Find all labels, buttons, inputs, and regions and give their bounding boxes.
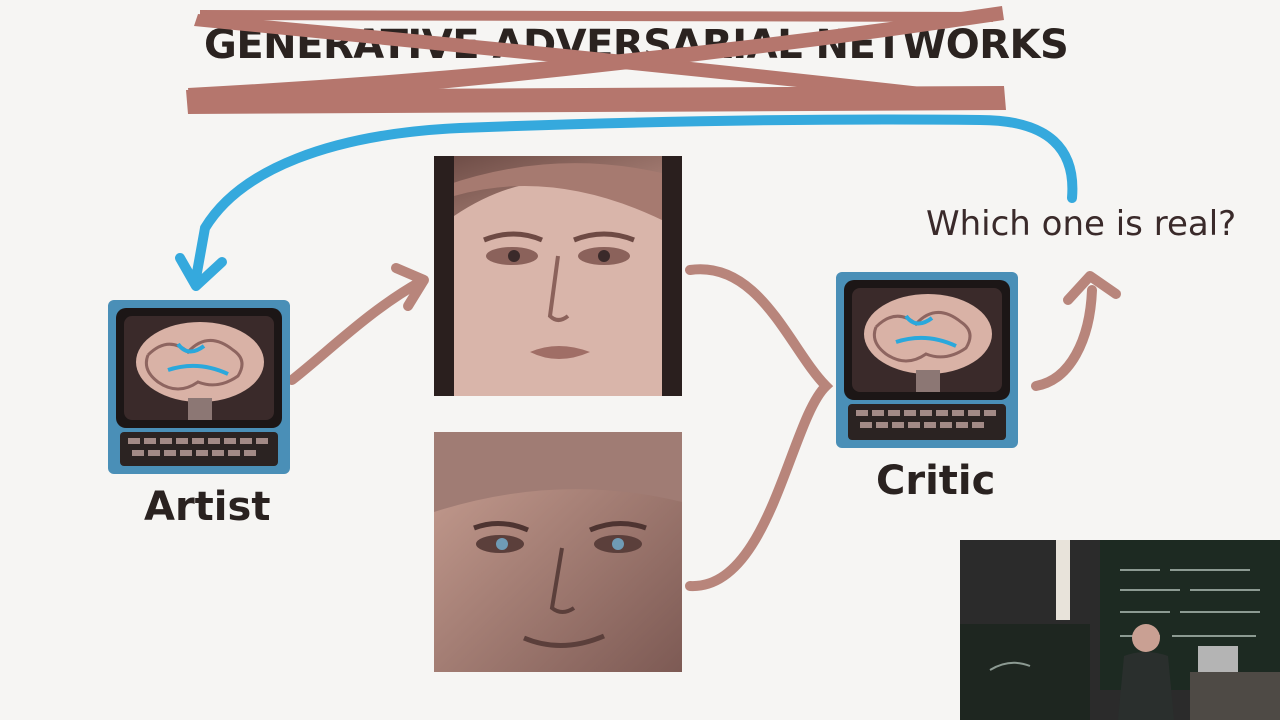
critic-brain-computer-icon: [836, 272, 1018, 448]
title-strikeout: [186, 6, 1006, 114]
critic-to-question-arrowhead: [1063, 271, 1121, 305]
real-face-image: [434, 432, 682, 672]
critic-to-question-arrow: [1031, 285, 1097, 391]
artist-to-face-arrowhead: [391, 263, 429, 311]
which-one-is-real-question: Which one is real?: [926, 204, 1237, 244]
artist-to-face-arrow: [287, 277, 425, 385]
artist-brain-computer-icon: [108, 300, 290, 474]
critic-label: Critic: [876, 458, 996, 504]
faces-to-critic-bracket: [685, 264, 834, 592]
artist-label: Artist: [144, 484, 271, 530]
feedback-arrow: [191, 114, 1078, 283]
lecturer-video-inset: [960, 540, 1280, 720]
generated-face-image: [434, 156, 682, 396]
feedback-arrowhead: [175, 253, 227, 291]
